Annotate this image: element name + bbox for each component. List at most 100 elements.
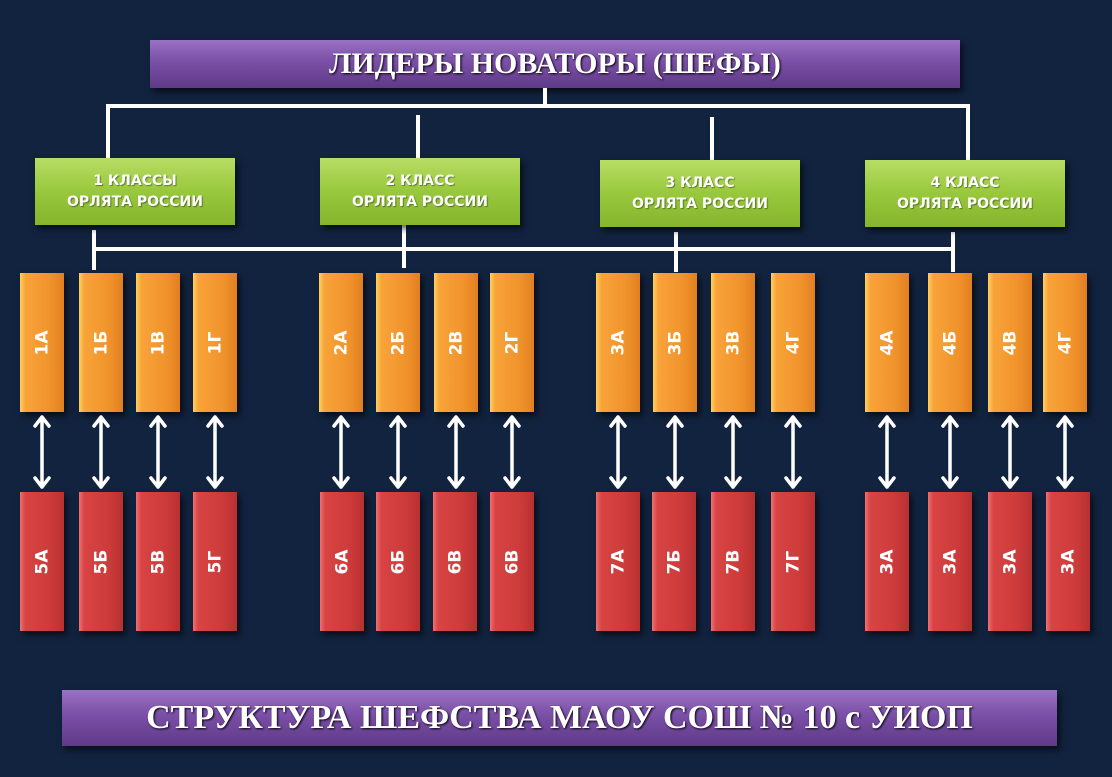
leader-class-box-label: 1Г xyxy=(204,331,225,354)
leader-class-box-label: 2Б xyxy=(387,330,408,355)
group-label-line2: ОРЛЯТА РОССИИ xyxy=(632,195,768,212)
connector-line xyxy=(402,225,406,268)
leader-class-box: 4А xyxy=(865,273,909,412)
group-box: 1 КЛАССЫ ОРЛЯТА РОССИИ xyxy=(35,158,235,225)
double-arrow-icon xyxy=(784,415,802,489)
ward-class-box-label: 6В xyxy=(444,549,465,574)
double-arrow-icon xyxy=(149,415,167,489)
connector-line xyxy=(966,104,970,160)
leader-class-box-label: 2В xyxy=(445,330,466,355)
double-arrow-icon xyxy=(389,415,407,489)
ward-class-box: 3А xyxy=(865,492,909,631)
ward-class-box-label: 7В xyxy=(722,549,743,574)
double-arrow-icon xyxy=(503,415,521,489)
ward-class-box-label: 7Б xyxy=(663,549,684,574)
ward-class-box-label: 5Б xyxy=(90,549,111,574)
leader-class-box: 2Б xyxy=(376,273,420,412)
double-arrow-icon xyxy=(724,415,742,489)
connector-line xyxy=(92,230,96,270)
ward-class-box-label: 5Г xyxy=(204,550,225,573)
group-label-line2: ОРЛЯТА РОССИИ xyxy=(352,193,488,210)
ward-class-box: 5А xyxy=(20,492,64,631)
ward-class-box-label: 6Б xyxy=(387,549,408,574)
connector-line xyxy=(543,88,547,107)
ward-class-box: 7Б xyxy=(652,492,696,631)
double-arrow-icon xyxy=(609,415,627,489)
leader-class-box-label: 1Б xyxy=(90,330,111,355)
leader-class-box: 3А xyxy=(596,273,640,412)
ward-class-box: 5В xyxy=(136,492,180,631)
group-label-line2: ОРЛЯТА РОССИИ xyxy=(67,193,203,210)
connector-line xyxy=(951,232,955,272)
leader-class-box: 1Г xyxy=(193,273,237,412)
leader-class-box: 4В xyxy=(988,273,1032,412)
ward-class-box: 3А xyxy=(988,492,1032,631)
double-arrow-icon xyxy=(447,415,465,489)
leader-class-box-label: 3А xyxy=(608,330,628,355)
ward-class-box: 7А xyxy=(596,492,640,631)
leader-class-box-label: 1А xyxy=(32,330,52,355)
leader-class-box: 3В xyxy=(711,273,755,412)
group-box: 2 КЛАСС ОРЛЯТА РОССИИ xyxy=(320,158,520,225)
connector-line xyxy=(106,104,110,158)
ward-class-box-label: 3А xyxy=(1000,549,1020,574)
leader-class-box: 4Б xyxy=(928,273,972,412)
leader-class-box: 4Г xyxy=(771,273,815,412)
ward-class-box: 3А xyxy=(1046,492,1090,631)
ward-class-box: 3А xyxy=(928,492,972,631)
group-label-line2: ОРЛЯТА РОССИИ xyxy=(897,195,1033,212)
ward-class-box-label: 7А xyxy=(608,549,628,574)
connector-line xyxy=(106,104,970,108)
connector-line xyxy=(674,232,678,272)
group-label-line1: 4 КЛАСС xyxy=(930,174,1000,191)
double-arrow-icon xyxy=(941,415,959,489)
double-arrow-icon xyxy=(206,415,224,489)
double-arrow-icon xyxy=(878,415,896,489)
leader-class-box-label: 4А xyxy=(877,330,897,355)
ward-class-box: 7В xyxy=(711,492,755,631)
ward-class-box: 6В xyxy=(433,492,477,631)
leader-class-box-label: 2Г xyxy=(501,331,522,354)
ward-class-box: 6Б xyxy=(376,492,420,631)
group-label-line1: 2 КЛАСС xyxy=(385,172,455,189)
leader-class-box: 1А xyxy=(20,273,64,412)
connector-line xyxy=(92,247,955,251)
ward-class-box-label: 3А xyxy=(1058,549,1078,574)
ward-class-box-label: 6А xyxy=(332,549,352,574)
leader-class-box-label: 4Г xyxy=(782,331,803,354)
leader-class-box-label: 3Б xyxy=(664,330,685,355)
top-title: ЛИДЕРЫ НОВАТОРЫ (ШЕФЫ) xyxy=(150,40,960,88)
leader-class-box: 1В xyxy=(136,273,180,412)
ward-class-box-label: 6В xyxy=(501,549,522,574)
leader-class-box-label: 4Г xyxy=(1054,331,1075,354)
double-arrow-icon xyxy=(92,415,110,489)
group-box: 4 КЛАСС ОРЛЯТА РОССИИ xyxy=(865,160,1065,227)
leader-class-box: 1Б xyxy=(79,273,123,412)
leader-class-box: 3Б xyxy=(653,273,697,412)
double-arrow-icon xyxy=(666,415,684,489)
ward-class-box-label: 7Г xyxy=(782,550,803,573)
double-arrow-icon xyxy=(33,415,51,489)
leader-class-box: 2В xyxy=(434,273,478,412)
connector-line xyxy=(416,115,420,158)
ward-class-box-label: 5В xyxy=(147,549,168,574)
ward-class-box: 7Г xyxy=(771,492,815,631)
leader-class-box-label: 4В xyxy=(999,330,1020,355)
leader-class-box: 2Г xyxy=(490,273,534,412)
bottom-title: СТРУКТУРА ШЕФСТВА МАОУ СОШ № 10 с УИОП xyxy=(62,690,1057,746)
leader-class-box: 2А xyxy=(319,273,363,412)
group-label-line1: 1 КЛАССЫ xyxy=(93,172,177,189)
ward-class-box: 6А xyxy=(320,492,364,631)
double-arrow-icon xyxy=(332,415,350,489)
leader-class-box-label: 1В xyxy=(147,330,168,355)
ward-class-box: 5Б xyxy=(79,492,123,631)
double-arrow-icon xyxy=(1001,415,1019,489)
ward-class-box: 5Г xyxy=(193,492,237,631)
group-label-line1: 3 КЛАСС xyxy=(665,174,735,191)
leader-class-box-label: 4Б xyxy=(939,330,960,355)
ward-class-box: 6В xyxy=(490,492,534,631)
ward-class-box-label: 3А xyxy=(877,549,897,574)
leader-class-box-label: 2А xyxy=(331,330,351,355)
connector-line xyxy=(710,117,714,160)
leader-class-box-label: 3В xyxy=(722,330,743,355)
